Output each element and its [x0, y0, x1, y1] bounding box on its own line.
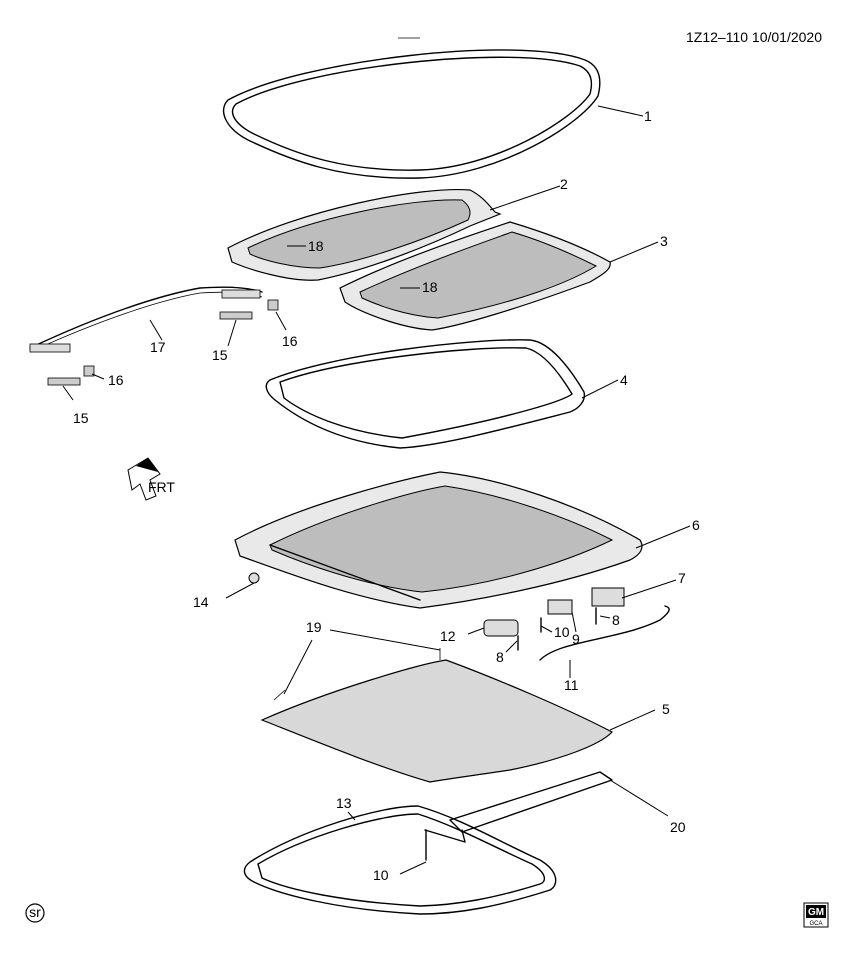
sr-text: sr [29, 904, 41, 920]
callout-3: 3 [660, 233, 668, 249]
callout-10-lower: 10 [373, 867, 389, 883]
part-17-wind-deflector [29, 286, 279, 386]
callout-5: 5 [662, 701, 670, 717]
callout-10-upper: 10 [554, 624, 570, 640]
callout-16-right: 16 [282, 333, 298, 349]
part-1-outer-seal [222, 37, 601, 179]
callout-15-left: 15 [73, 410, 89, 426]
part-2-front-glass [227, 188, 502, 281]
callout-17: 17 [150, 339, 166, 355]
callout-18-lower: 18 [422, 279, 438, 295]
callout-7: 7 [678, 570, 686, 586]
callout-16-left: 16 [108, 372, 124, 388]
callout-15-right: 15 [212, 347, 228, 363]
sr-badge: sr [25, 903, 45, 923]
callout-14: 14 [193, 594, 209, 610]
callout-9: 9 [572, 631, 580, 647]
callout-6: 6 [692, 517, 700, 533]
callout-19: 19 [306, 619, 322, 635]
part-20-track [424, 771, 613, 843]
gm-logo: GM GCA [803, 902, 829, 928]
callout-18-upper: 18 [308, 238, 324, 254]
diagram-code: 1Z12–110 10/01/2020 [686, 29, 822, 45]
part-6-sunroof-frame [234, 471, 643, 609]
part-3-rear-glass [339, 221, 611, 331]
callout-4: 4 [620, 372, 628, 388]
leader-lines [62, 105, 691, 875]
gm-text: GM [808, 907, 824, 918]
gca-text: GCA [809, 921, 822, 927]
front-arrow-icon: FRT [127, 457, 175, 501]
front-label: FRT [148, 479, 175, 495]
part-4-glass-seal [265, 339, 586, 449]
hardware-parts [248, 572, 670, 861]
callout-1: 1 [644, 108, 652, 124]
callout-11: 11 [564, 677, 579, 693]
callout-20: 20 [670, 819, 686, 835]
callout-13: 13 [336, 795, 352, 811]
part-13-bottom-seal [243, 805, 557, 915]
callout-8-upper: 8 [612, 612, 620, 628]
callout-12: 12 [440, 628, 456, 644]
callout-2: 2 [560, 176, 568, 192]
part-5-sunshade [260, 648, 613, 783]
callout-8-lower: 8 [496, 649, 504, 665]
callout-labels: 1 2 3 4 5 6 7 8 8 9 10 10 11 12 13 14 15… [73, 108, 700, 883]
